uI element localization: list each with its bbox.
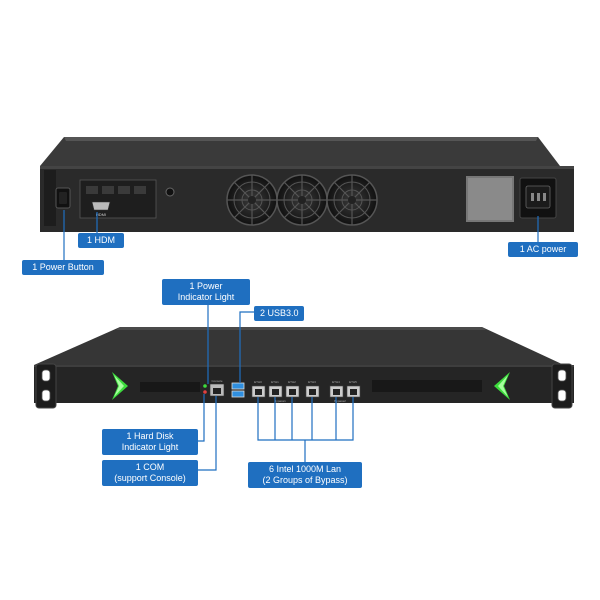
console-port[interactable]: Console [209,379,225,397]
front-callout-lines [198,304,354,471]
callout-hdd-line2: Indicator Light [121,442,179,452]
callout-power-indicator-line2: Indicator Light [177,292,235,302]
rack-ear-right [551,363,573,409]
green-logo-right-icon [494,372,510,400]
usb-ports[interactable] [231,382,245,398]
indicator-leds [203,384,207,394]
vent-grid [466,176,514,222]
callout-power-indicator-line1: 1 Power [189,281,223,291]
usb-port-2 [231,390,245,398]
power-button[interactable] [55,187,71,209]
front-panel-chassis [34,327,574,403]
power-led-icon [203,384,207,388]
callout-usb: 2 USB3.0 [254,306,304,321]
front-vent-right [372,380,482,392]
fan-grill-3 [326,174,378,226]
callout-com-line1: 1 COM [135,462,165,472]
lan-label-5: ETH5 [349,380,357,384]
console-port-label: Console [211,379,222,383]
callout-power-button: 1 Power Button [22,260,104,275]
ground-screw [165,187,175,197]
fan-grill-1 [226,174,278,226]
lan-label-3: ETH3 [308,380,316,384]
green-logo-left-icon [112,372,128,400]
hdmi-port[interactable]: HDMI [91,201,111,217]
hdd-led-icon [203,390,207,394]
callout-hdd-line1: 1 Hard Disk [126,431,174,441]
lan-label-2: ETH2 [288,380,296,384]
callout-ac-power: 1 AC power [508,242,578,257]
lan-label-0: ETH0 [254,380,262,384]
ac-power-socket[interactable] [519,177,557,219]
callout-power-indicator: 1 Power Indicator Light [162,279,250,305]
lan-label-1: ETH1 [271,380,279,384]
callout-hdm: 1 HDM [78,233,124,248]
callout-hard-disk-indicator: 1 Hard Disk Indicator Light [102,429,198,455]
fan-grill-2 [276,174,328,226]
callout-lan: 6 Intel 1000M Lan (2 Groups of Bypass) [248,462,362,488]
lan-port-labels: ETH0 ETH1 ETH2 ETH3 ETH4 ETH5 Bypass1 By… [254,380,357,403]
usb-port-1 [231,382,245,390]
rear-io-plate [79,179,157,219]
callout-lan-line2: (2 Groups of Bypass) [262,475,348,485]
callout-com-line2: (support Console) [114,473,186,483]
hdmi-port-label: HDMI [96,212,106,217]
callout-com: 1 COM (support Console) [102,460,198,486]
lan-label-4: ETH4 [332,380,340,384]
rack-ear-left [35,363,57,409]
bypass-label-2: Bypass2 [334,399,346,403]
bypass-label-1: Bypass1 [274,399,286,403]
callout-lan-line1: 6 Intel 1000M Lan [268,464,342,474]
front-vent-left [140,382,200,392]
